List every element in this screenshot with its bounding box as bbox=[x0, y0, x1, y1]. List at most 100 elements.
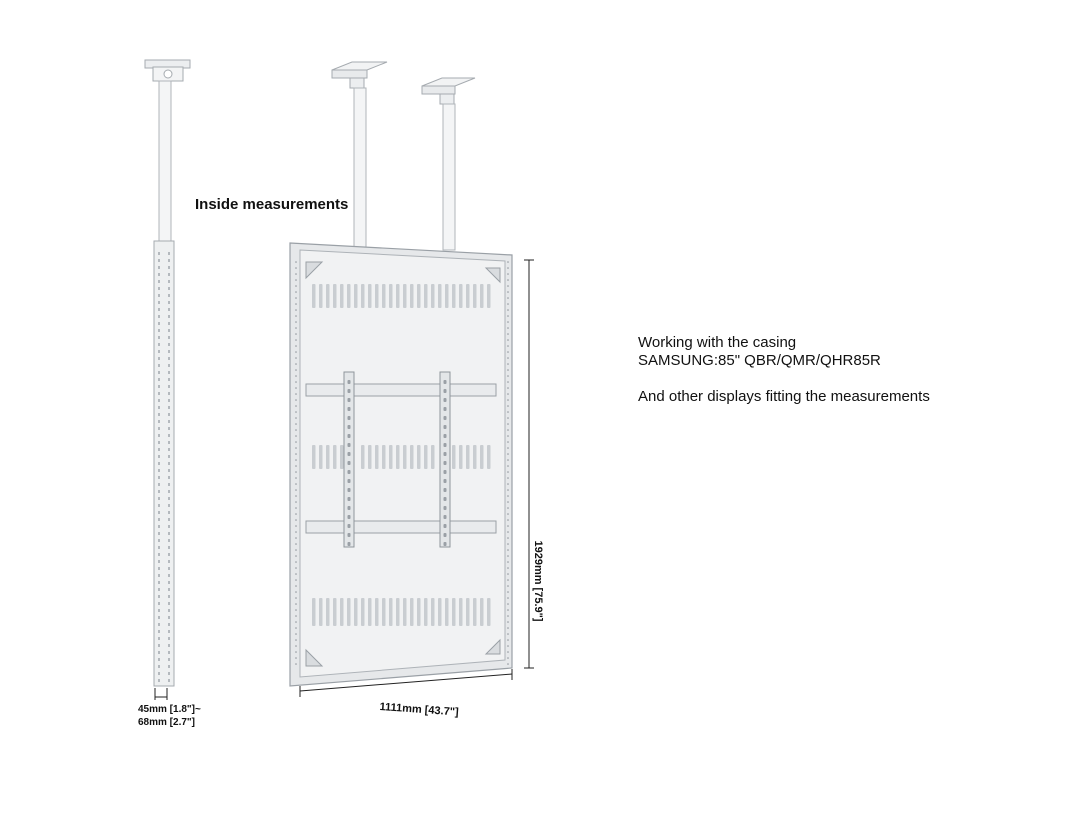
frame-dot bbox=[295, 579, 297, 581]
frame-dot bbox=[295, 645, 297, 647]
arm-hole bbox=[443, 497, 447, 501]
frame-dot bbox=[507, 489, 509, 491]
vent-slot bbox=[354, 598, 358, 626]
pole-hole bbox=[158, 392, 160, 395]
vent-slot bbox=[347, 598, 351, 626]
frame-dot bbox=[507, 357, 509, 359]
frame-dot bbox=[507, 285, 509, 287]
arm-hole bbox=[347, 506, 351, 510]
pole-hole bbox=[168, 441, 170, 444]
pole-hole bbox=[158, 252, 160, 255]
pole-hole bbox=[168, 490, 170, 493]
pole-hole bbox=[158, 420, 160, 423]
pole-hole bbox=[168, 574, 170, 577]
pole-hole bbox=[158, 357, 160, 360]
pole-hole bbox=[158, 490, 160, 493]
frame-dot bbox=[507, 639, 509, 641]
frame-dot bbox=[295, 615, 297, 617]
frame-dot bbox=[295, 597, 297, 599]
pole-hole bbox=[168, 462, 170, 465]
frame-dot bbox=[295, 393, 297, 395]
pole-hole bbox=[168, 665, 170, 668]
vent-slot bbox=[368, 598, 372, 626]
frame-dot bbox=[295, 525, 297, 527]
pole-hole bbox=[168, 455, 170, 458]
frame-dot bbox=[295, 387, 297, 389]
frame-dot bbox=[507, 345, 509, 347]
pole-hole bbox=[168, 420, 170, 423]
frame-dot bbox=[295, 399, 297, 401]
pole-hole bbox=[168, 427, 170, 430]
pole-hole bbox=[158, 560, 160, 563]
frame-dot bbox=[295, 513, 297, 515]
vent-slot bbox=[459, 445, 463, 469]
arm-hole bbox=[347, 470, 351, 474]
frame-dot bbox=[507, 561, 509, 563]
frame-dot bbox=[295, 381, 297, 383]
frame-dot bbox=[295, 267, 297, 269]
vent-slot bbox=[396, 598, 400, 626]
vent-slot bbox=[368, 445, 372, 469]
vent-slot bbox=[319, 284, 323, 308]
frame-dot bbox=[507, 399, 509, 401]
arm-hole bbox=[443, 533, 447, 537]
vent-slot bbox=[410, 598, 414, 626]
arm-hole bbox=[347, 542, 351, 546]
pole-hole bbox=[158, 448, 160, 451]
vent-slot bbox=[487, 284, 491, 308]
vent-slot bbox=[361, 445, 365, 469]
vent-slot bbox=[340, 284, 344, 308]
pole-hole bbox=[158, 294, 160, 297]
frame-dot bbox=[295, 585, 297, 587]
pole-hole bbox=[168, 413, 170, 416]
frame-dot bbox=[295, 273, 297, 275]
frame-dot bbox=[295, 447, 297, 449]
pole-hole bbox=[168, 434, 170, 437]
pole-hole bbox=[168, 525, 170, 528]
frame-dot bbox=[507, 537, 509, 539]
vent-slot bbox=[487, 445, 491, 469]
vent-slot bbox=[312, 284, 316, 308]
frame-dot bbox=[507, 651, 509, 653]
pole-hole bbox=[168, 588, 170, 591]
frame-dot bbox=[507, 273, 509, 275]
vent-slot bbox=[473, 598, 477, 626]
vent-slot bbox=[438, 598, 442, 626]
arm-hole bbox=[443, 425, 447, 429]
frame-dot bbox=[507, 465, 509, 467]
vent-slot bbox=[487, 598, 491, 626]
frame-dot bbox=[295, 639, 297, 641]
casing-frame bbox=[289, 242, 513, 687]
vent-slot bbox=[375, 598, 379, 626]
frame-dot bbox=[507, 633, 509, 635]
frame-dot bbox=[507, 339, 509, 341]
frame-dot bbox=[295, 471, 297, 473]
vent-slot bbox=[319, 445, 323, 469]
pole-hole bbox=[168, 392, 170, 395]
pole-hole bbox=[168, 315, 170, 318]
pole-hole bbox=[168, 301, 170, 304]
vent-slot bbox=[424, 445, 428, 469]
frame-dot bbox=[507, 417, 509, 419]
frame-dot bbox=[295, 363, 297, 365]
vent-slot bbox=[396, 284, 400, 308]
frame-dot bbox=[507, 363, 509, 365]
vent-slot bbox=[375, 445, 379, 469]
frame-dot bbox=[507, 351, 509, 353]
frame-dot bbox=[295, 609, 297, 611]
frame-dot bbox=[295, 627, 297, 629]
pole-hole bbox=[168, 287, 170, 290]
frame-dot bbox=[507, 327, 509, 329]
pole-hole bbox=[158, 672, 160, 675]
pole-hole bbox=[168, 336, 170, 339]
frame-dot bbox=[507, 297, 509, 299]
pole-hole bbox=[168, 518, 170, 521]
frame-dot bbox=[295, 309, 297, 311]
arm-hole bbox=[443, 407, 447, 411]
pole-hole bbox=[158, 574, 160, 577]
pole-hole bbox=[168, 616, 170, 619]
pole-hole bbox=[168, 560, 170, 563]
pole-hole bbox=[168, 539, 170, 542]
pole-hole bbox=[158, 546, 160, 549]
